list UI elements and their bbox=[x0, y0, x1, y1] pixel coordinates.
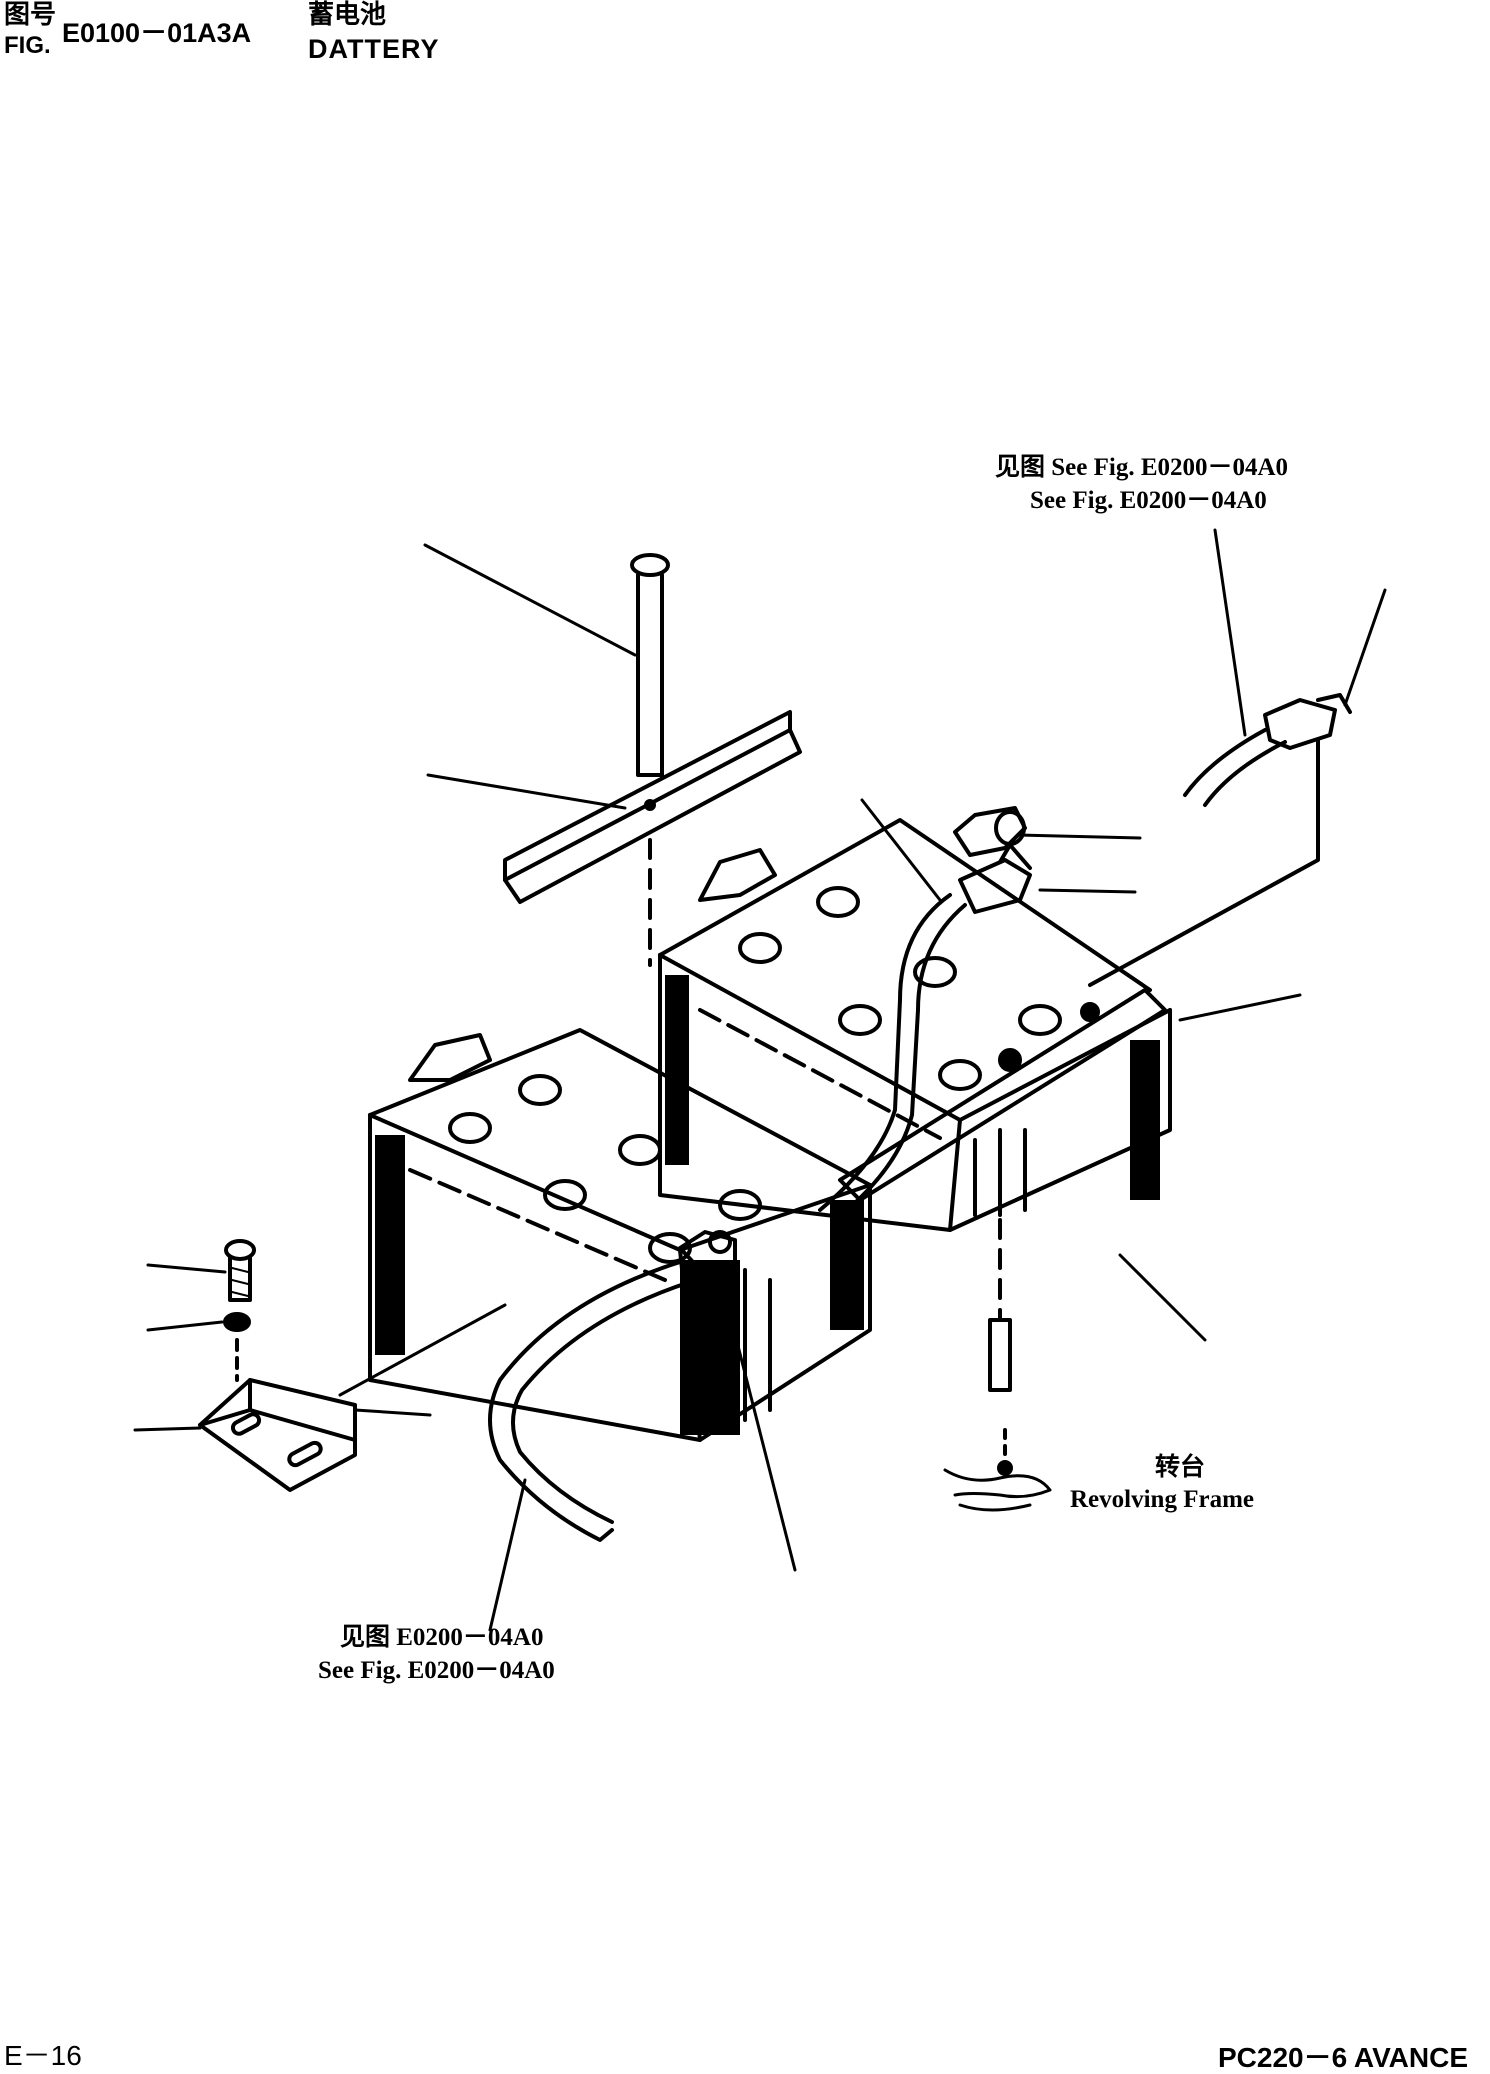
title-cn: 蓄电池 bbox=[308, 0, 387, 30]
fig-label-en: FIG. bbox=[4, 32, 51, 59]
link-cable bbox=[818, 843, 1032, 1222]
fig-label-cn: 图号 bbox=[4, 0, 57, 30]
rear-battery bbox=[658, 818, 1172, 1232]
terminal-cap bbox=[953, 806, 1027, 857]
leader-lines bbox=[133, 528, 1387, 1632]
bottom-ref-line1: 见图 E0200－04A0 bbox=[340, 1624, 544, 1651]
top-right-ref-line2: See Fig. E0200－04A0 bbox=[1030, 487, 1267, 514]
fig-number: E0100－01A3A bbox=[62, 18, 252, 48]
title-en: DATTERY bbox=[308, 34, 440, 64]
revolving-frame-en: Revolving Frame bbox=[1070, 1486, 1254, 1513]
ground-cable bbox=[488, 1230, 737, 1542]
bracket-assembly bbox=[198, 1239, 357, 1492]
bottom-ref-line2: See Fig. E0200－04A0 bbox=[318, 1657, 555, 1684]
clamp-bar bbox=[503, 710, 802, 904]
page-number: E－16 bbox=[4, 2040, 82, 2071]
model-name: PC220－6 AVANCE bbox=[1218, 2042, 1469, 2073]
front-battery bbox=[368, 1028, 872, 1442]
hold-down-rod bbox=[630, 553, 670, 967]
revolving-frame-cn: 转台 bbox=[1155, 1454, 1206, 1481]
top-right-ref-line1: 见图 See Fig. E0200－04A0 bbox=[995, 454, 1289, 481]
top-right-cable bbox=[1088, 693, 1352, 987]
right-strap bbox=[838, 988, 1167, 1512]
